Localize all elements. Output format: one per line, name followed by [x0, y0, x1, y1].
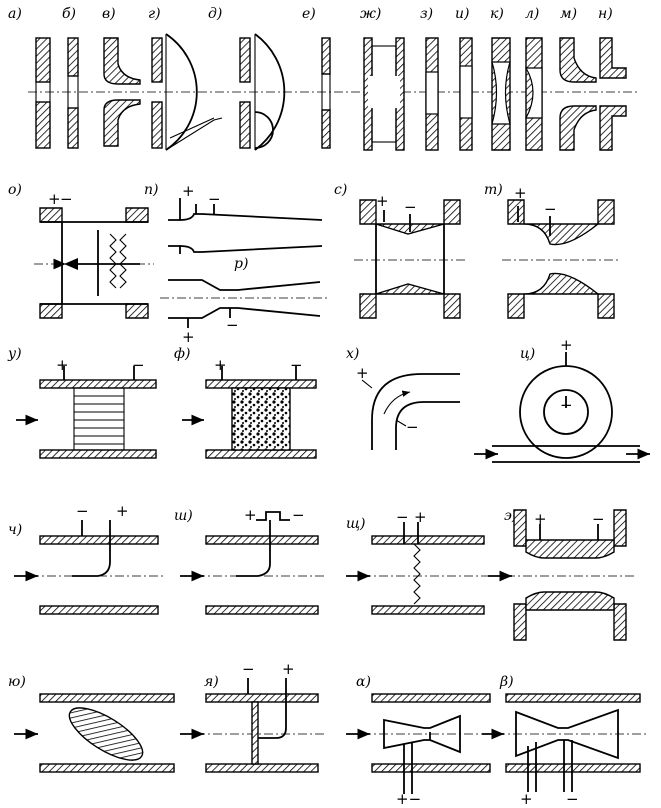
label-ts: ц): [520, 346, 535, 362]
o-plus: +: [48, 190, 61, 208]
alpha-plusminus: +−: [396, 790, 421, 808]
plate-i: [459, 37, 473, 151]
beta-plus: +: [520, 790, 533, 808]
row-resistance-and-centrifugal: у) ф) х) ц) + − + −: [7, 336, 650, 463]
label-a: а): [8, 6, 22, 22]
row-orifice-plates: а) б) в) г) д) е) ж) з) и) к) л) м) н): [8, 6, 640, 151]
label-yu: ю): [8, 674, 26, 690]
label-v: в): [102, 6, 116, 22]
ya-minus: −: [242, 660, 255, 678]
sh-plus: +: [244, 506, 257, 524]
device-p: + −: [168, 182, 323, 254]
nozzle-v: [103, 37, 141, 147]
h-plus: +: [356, 364, 369, 382]
label-e: е): [302, 6, 316, 22]
ee-plus: +: [534, 510, 547, 528]
label-u: у): [7, 346, 22, 362]
device-sh: + −: [180, 506, 326, 615]
plate-z: [425, 37, 439, 151]
h-minus: −: [406, 418, 419, 436]
t-minus: −: [544, 200, 557, 218]
label-r: р): [234, 256, 248, 272]
ts-minus: −: [560, 396, 573, 414]
device-r: + −: [160, 279, 330, 346]
shch-plus: +: [414, 508, 427, 526]
ya-plus: +: [282, 660, 295, 678]
ts-plus: +: [560, 336, 573, 354]
r-minus: −: [226, 316, 239, 334]
label-z: з): [420, 6, 433, 22]
device-ch: − +: [14, 502, 166, 615]
device-ya: − +: [180, 660, 326, 773]
label-shch: щ): [346, 516, 365, 532]
plate-e: [321, 37, 331, 149]
device-u: + −: [16, 356, 157, 459]
label-ya: я): [204, 674, 219, 690]
label-alpha: α): [356, 674, 371, 690]
device-f: + −: [182, 356, 317, 459]
label-f: ф): [174, 346, 190, 362]
u-minus: −: [132, 356, 145, 374]
label-s: с): [334, 182, 347, 198]
label-k: к): [490, 6, 504, 22]
label-t: т): [484, 182, 503, 198]
row-variable-area-and-venturi: о) п) р) с) т) + − + −: [8, 182, 620, 346]
s-plus: +: [376, 192, 389, 210]
plate-zh: [363, 37, 405, 151]
plate-d: [239, 33, 286, 151]
p-plus: +: [182, 182, 195, 200]
device-ee: + −: [488, 509, 634, 641]
f-minus: −: [290, 356, 303, 374]
t-plus: +: [514, 184, 527, 202]
label-n: н): [598, 6, 613, 22]
row-vane-and-nozzle-probes: ю) я) α) β) − +: [8, 660, 648, 808]
label-l: л): [525, 6, 539, 22]
device-yu: [14, 693, 175, 773]
device-shch: − +: [346, 508, 492, 615]
f-plus: +: [214, 356, 227, 374]
label-h: х): [346, 346, 359, 362]
label-b: б): [62, 6, 76, 22]
label-p: п): [144, 182, 158, 198]
label-o: о): [8, 182, 22, 198]
plate-g: [151, 33, 223, 151]
row-pitot-and-tubes: ч) ш) щ) э) − + + −: [8, 502, 634, 641]
label-beta: β): [499, 674, 514, 690]
label-ch: ч): [8, 522, 22, 538]
device-ts: + −: [474, 336, 650, 463]
r-plus: +: [182, 328, 195, 346]
plate-k: [491, 37, 511, 151]
ch-plus: +: [116, 502, 129, 520]
plate-n: [599, 37, 627, 151]
ch-minus: −: [76, 502, 89, 520]
label-m: м): [560, 6, 577, 22]
device-t: + −: [502, 184, 620, 319]
p-minus: −: [208, 190, 221, 208]
shch-minus: −: [396, 508, 409, 526]
device-beta: + −: [482, 693, 648, 808]
plate-a: [35, 37, 51, 149]
plate-l: [524, 37, 543, 151]
plate-b: [67, 37, 79, 149]
sh-minus: −: [292, 506, 305, 524]
label-sh: ш): [174, 508, 193, 524]
nozzle-m: [559, 37, 597, 151]
device-alpha: +−: [346, 693, 498, 808]
label-i: и): [455, 6, 469, 22]
s-minus: −: [404, 198, 417, 216]
device-s: + −: [354, 192, 468, 319]
ee-minus: −: [592, 510, 605, 528]
label-d: д): [208, 6, 222, 22]
beta-minus: −: [566, 790, 579, 808]
device-h: + −: [356, 364, 460, 450]
o-minus: −: [60, 190, 73, 208]
label-zh: ж): [360, 6, 381, 22]
label-g: г): [148, 6, 161, 22]
device-o: + −: [34, 190, 154, 319]
u-plus: +: [56, 356, 69, 374]
